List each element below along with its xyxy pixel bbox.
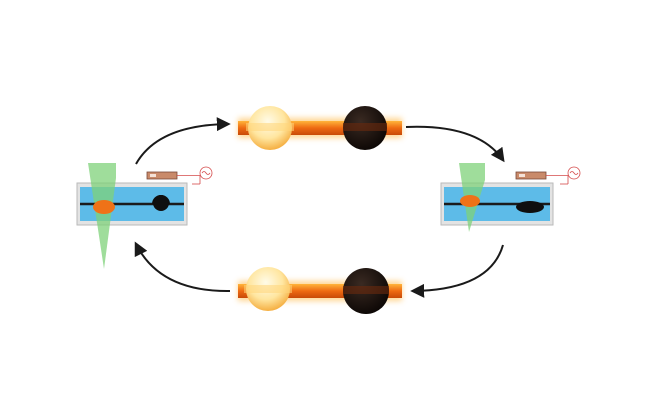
arrow-right-to-bottom [410,244,504,298]
bottom-micrograph [238,267,402,314]
left-control-switch [150,174,156,177]
top-micrograph [238,106,402,150]
right-orange-droplet [460,195,480,207]
arrow-bottom-to-left [134,241,231,293]
bottom-dark-droplet-band [343,286,389,294]
cycle-arrows [134,117,505,298]
top-dark-droplet-band [343,123,387,131]
right-dark-droplet [516,201,544,213]
right-device [440,163,581,232]
left-sine-wave-icon [201,171,211,175]
bottom-bright-droplet-band [244,285,292,293]
left-light-beam [88,163,116,269]
right-sine-wave-icon [569,171,579,175]
left-dark-droplet-cap [153,195,169,211]
top-bright-droplet-band [246,123,294,131]
arrow-left-to-top [135,117,231,165]
arrow-top-to-right [405,125,505,163]
right-control-switch [519,174,525,177]
left-device [76,163,213,269]
left-orange-droplet [93,200,115,214]
